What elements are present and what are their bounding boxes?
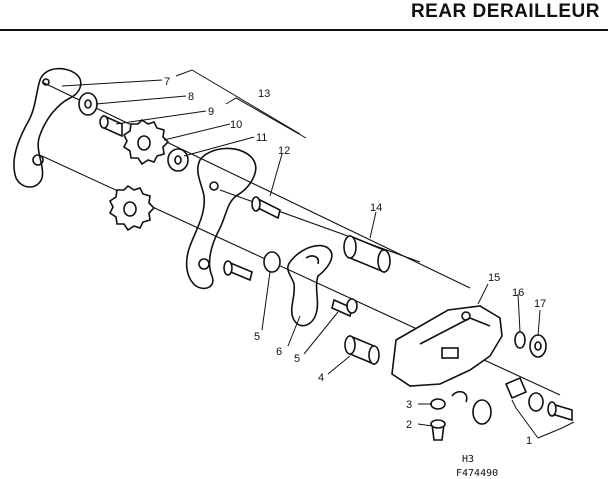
leader-lines <box>61 69 575 439</box>
tension-plate <box>287 244 333 327</box>
derailleur-body-15 <box>391 305 503 387</box>
clip <box>451 390 468 403</box>
callout-11: 11 <box>256 132 267 144</box>
part-number: F474490 <box>456 468 498 479</box>
washer-3 <box>430 398 446 410</box>
callout-1: 1 <box>526 435 532 447</box>
title-rule <box>0 29 608 31</box>
washer-8 <box>78 92 98 116</box>
callout-12: 12 <box>278 145 290 157</box>
callout-15: 15 <box>488 272 500 284</box>
callout-5: 5 <box>294 353 300 365</box>
washer-10 <box>167 148 189 172</box>
outer-plate <box>13 67 82 188</box>
callout-10: 10 <box>230 119 242 131</box>
outer-plate-hole <box>42 78 50 86</box>
upper-pulley <box>122 118 170 166</box>
lower-pulley <box>108 184 156 232</box>
washer-16 <box>514 331 526 349</box>
nut-17 <box>529 334 547 358</box>
cap-6 <box>263 251 281 273</box>
callout-13: 13 <box>258 88 270 100</box>
callout-8: 8 <box>188 91 194 103</box>
callout-17: 17 <box>534 298 546 310</box>
figure-code: H3 <box>462 454 474 465</box>
callout-14: 14 <box>370 202 382 214</box>
bolt-5 <box>331 298 353 318</box>
callout-2: 2 <box>406 419 412 431</box>
callout-3: 3 <box>406 399 412 411</box>
callout-16: 16 <box>512 287 524 299</box>
callout-labels: 7 8 13 9 10 11 12 14 15 16 17 5 6 5 4 3 … <box>164 76 546 447</box>
callout-4: 4 <box>318 372 324 384</box>
callout-7: 7 <box>164 76 170 88</box>
callout-5-left: 5 <box>254 331 260 343</box>
page-title: REAR DERAILLEUR <box>410 1 600 22</box>
spacer-1 <box>504 376 528 400</box>
outer-plate-lower-hole <box>32 154 44 166</box>
washer-1 <box>528 392 544 412</box>
adjuster-disc <box>472 399 492 425</box>
callout-6: 6 <box>276 346 282 358</box>
inner-cage-plate <box>185 147 257 290</box>
callout-9: 9 <box>208 106 214 118</box>
